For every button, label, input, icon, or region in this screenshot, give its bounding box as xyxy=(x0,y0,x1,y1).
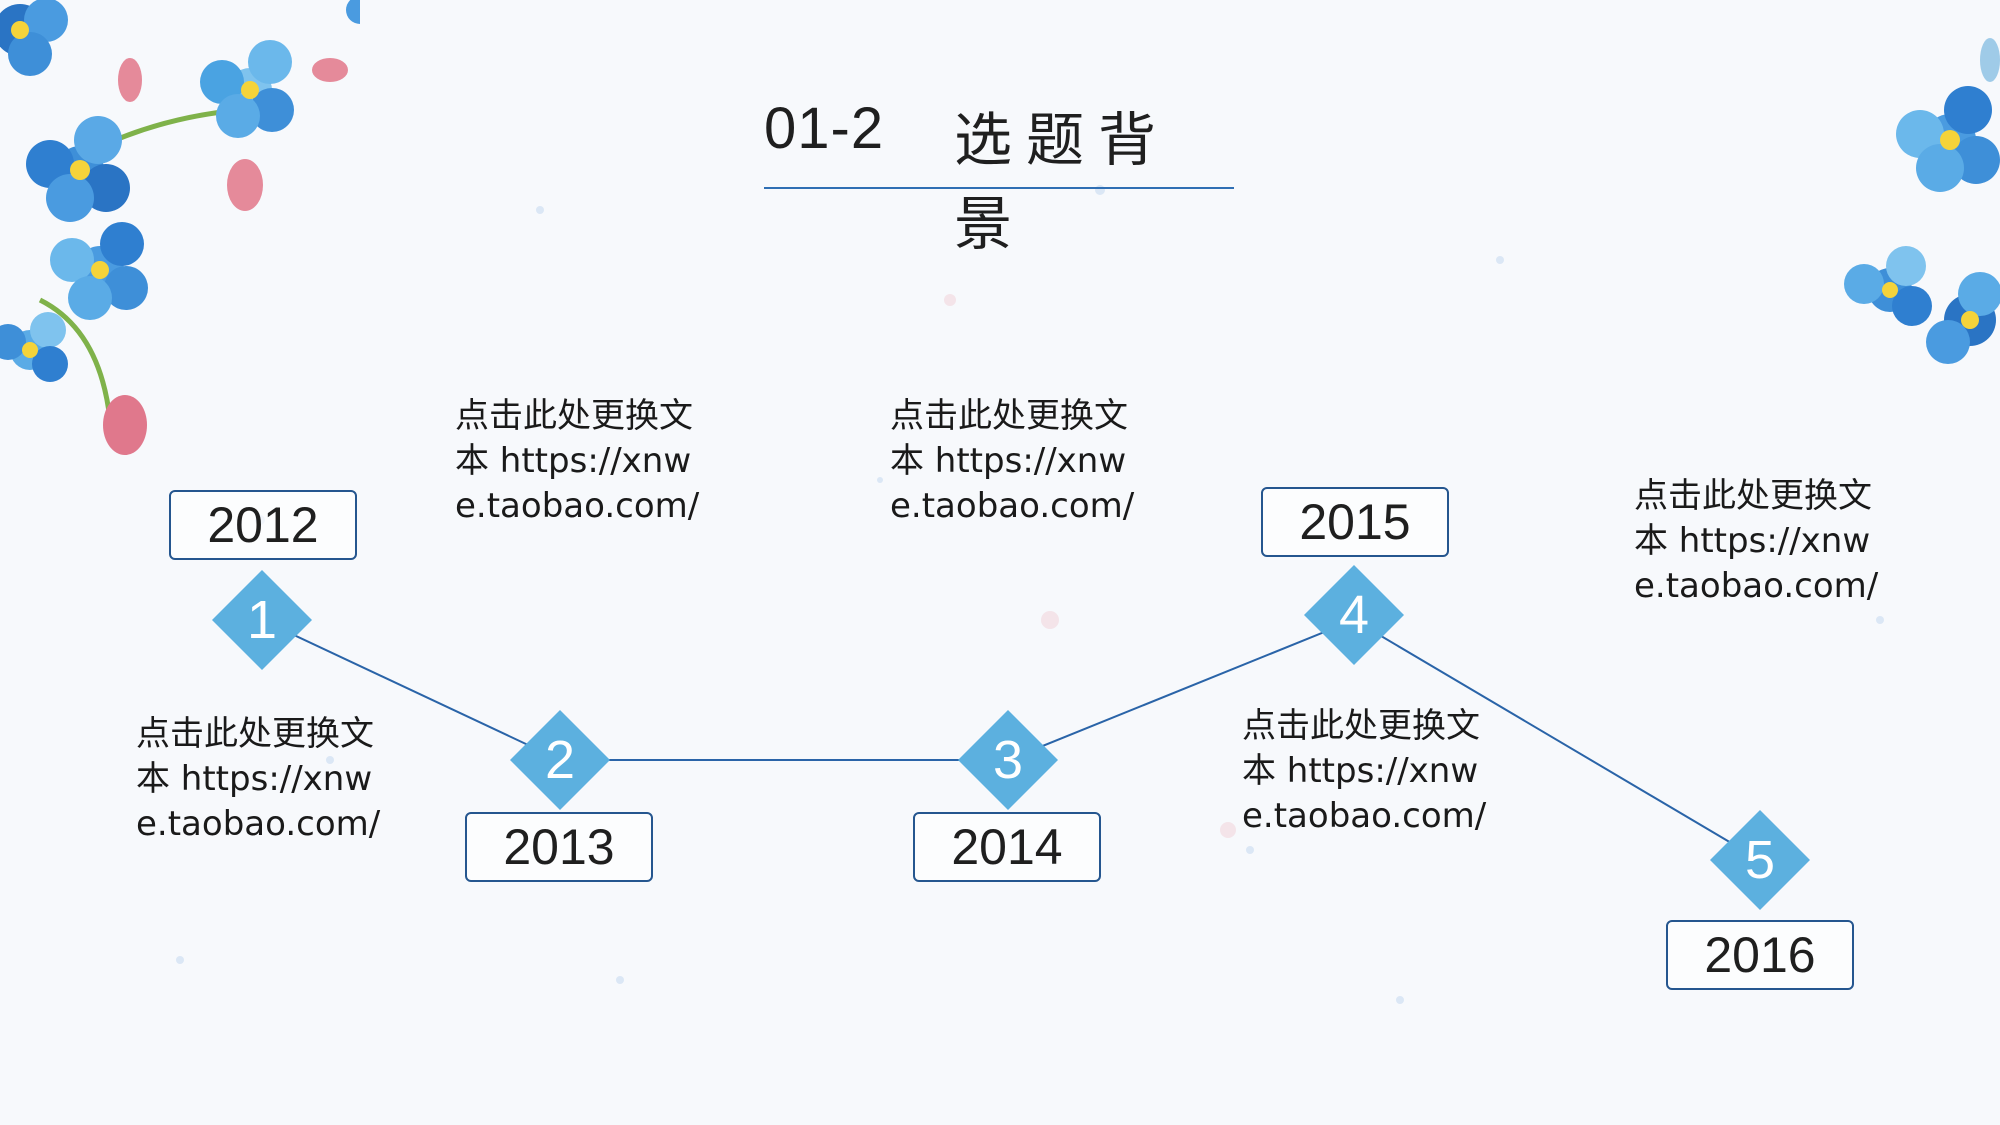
year-box-2016: 2016 xyxy=(1666,920,1854,990)
node-diamond-2 xyxy=(510,710,610,810)
description-2013: 点击此处更换文本 https://xnwe.taobao.com/ xyxy=(455,396,700,526)
node-number-5: 5 xyxy=(1744,830,1776,890)
year-box-2012: 2012 xyxy=(169,490,357,560)
title-underline xyxy=(764,187,1234,189)
node-number-4: 4 xyxy=(1338,585,1370,645)
slide-number: 01-2 xyxy=(764,96,885,161)
slide-title-block: 01-2 选题背景 xyxy=(764,95,1234,258)
flower-decoration-left xyxy=(0,0,360,455)
slide-title: 选题背景 xyxy=(954,106,1171,258)
node-number-2: 2 xyxy=(544,730,576,790)
node-diamond-5 xyxy=(1710,810,1810,910)
node-number-3: 3 xyxy=(992,730,1024,790)
year-box-2014: 2014 xyxy=(913,812,1101,882)
node-number-1: 1 xyxy=(246,590,278,650)
node-diamond-3 xyxy=(958,710,1058,810)
node-diamond-4 xyxy=(1304,565,1404,665)
description-2012: 点击此处更换文本 https://xnwe.taobao.com/ xyxy=(136,714,381,844)
year-box-2013: 2013 xyxy=(465,812,653,882)
year-box-2015: 2015 xyxy=(1261,487,1449,557)
description-2016: 点击此处更换文本 https://xnwe.taobao.com/ xyxy=(1634,476,1879,606)
flower-decoration-right xyxy=(1844,38,2000,364)
description-2015: 点击此处更换文本 https://xnwe.taobao.com/ xyxy=(1242,706,1487,836)
description-2014: 点击此处更换文本 https://xnwe.taobao.com/ xyxy=(890,396,1135,526)
node-diamond-1 xyxy=(212,570,312,670)
